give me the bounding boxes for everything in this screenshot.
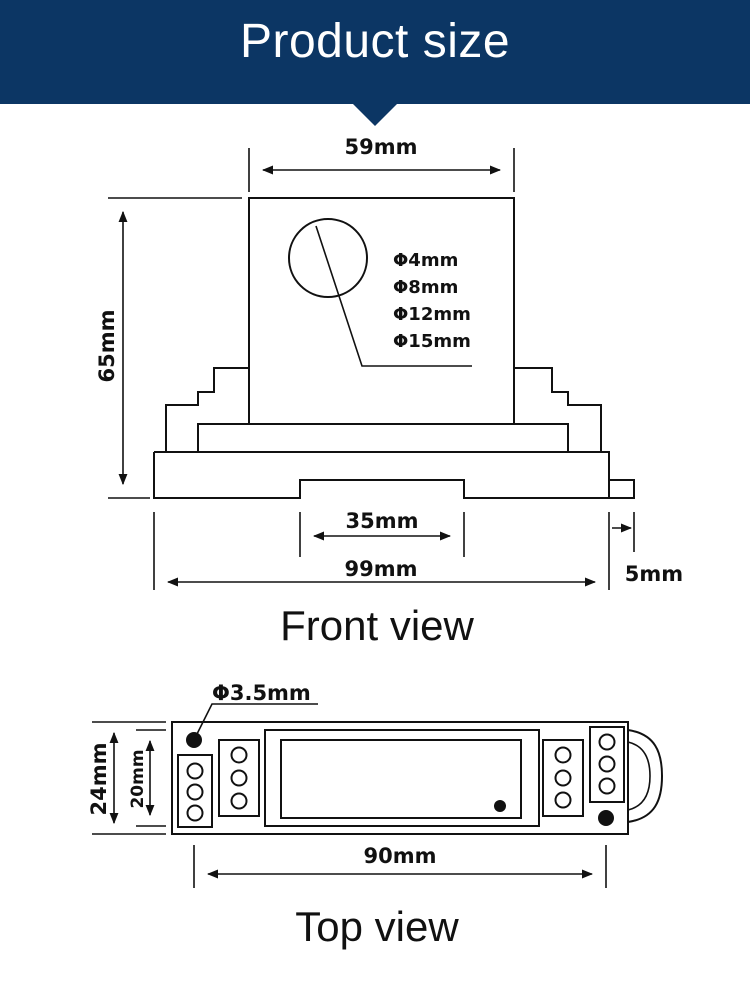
front-dimensions xyxy=(108,148,635,590)
right-inner-terminal xyxy=(542,739,584,817)
tab-width-label: 5mm xyxy=(625,562,683,586)
front-width-top-label: 59mm xyxy=(345,135,418,159)
left-shoulder xyxy=(165,367,249,452)
rail-cutout xyxy=(153,452,609,499)
hole-diameter-2: Φ8mm xyxy=(393,277,458,298)
hole-diameter-1: Φ4mm xyxy=(393,250,458,271)
base xyxy=(154,451,610,498)
inner-height-label: 20mm xyxy=(128,749,148,808)
length-label: 90mm xyxy=(364,844,437,868)
mount-hole-label: Φ3.5mm xyxy=(212,681,311,705)
top-tab xyxy=(627,729,664,823)
hole-diameter-4: Φ15mm xyxy=(393,331,471,352)
top-view xyxy=(171,721,664,835)
front-view xyxy=(153,197,635,499)
top-dimensions xyxy=(92,703,607,888)
top-outline xyxy=(171,721,629,835)
mount-hole-right xyxy=(598,810,614,826)
rail-width-label: 35mm xyxy=(346,509,419,533)
hole-leader xyxy=(315,225,472,367)
hole-diameter-3: Φ12mm xyxy=(393,304,471,325)
front-height-label: 65mm xyxy=(95,310,119,383)
right-shoulder xyxy=(514,367,602,452)
left-terminal-block xyxy=(177,754,213,828)
indicator-dot xyxy=(494,800,506,812)
page-title: Product size xyxy=(239,15,511,68)
left-inner-terminal xyxy=(218,739,260,817)
banner-pointer xyxy=(352,103,398,126)
top-view-label: Top view xyxy=(295,903,459,950)
header-banner xyxy=(0,0,750,104)
center-panel xyxy=(264,729,540,827)
front-view-label: Front view xyxy=(280,602,474,649)
through-hole xyxy=(288,218,368,298)
release-tab xyxy=(608,479,635,499)
right-terminal-block xyxy=(589,726,625,803)
sensor-body xyxy=(248,197,515,425)
display-window xyxy=(280,739,522,819)
outer-height-label: 24mm xyxy=(87,743,111,816)
total-width-label: 99mm xyxy=(345,557,418,581)
